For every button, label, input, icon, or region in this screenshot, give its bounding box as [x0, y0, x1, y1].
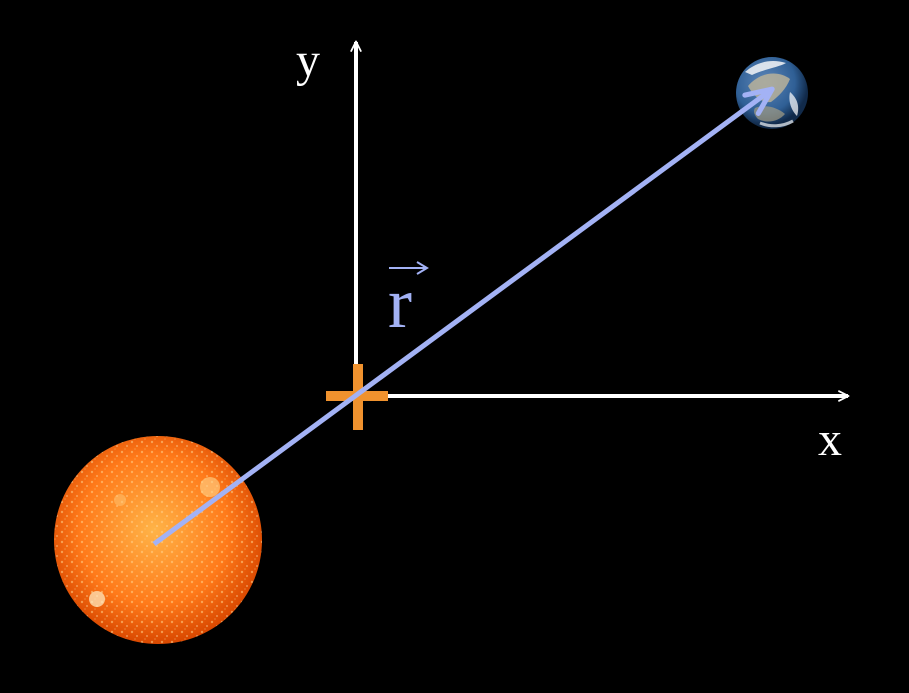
- x-axis-label: x: [818, 413, 842, 466]
- position-vector-arrow: [152, 86, 775, 547]
- vector-label: r: [388, 263, 412, 343]
- vector-overarrow-head: [416, 261, 429, 275]
- y-axis-label: y: [296, 34, 320, 87]
- earth-icon: [736, 57, 808, 129]
- vector-label-group: r: [388, 261, 429, 343]
